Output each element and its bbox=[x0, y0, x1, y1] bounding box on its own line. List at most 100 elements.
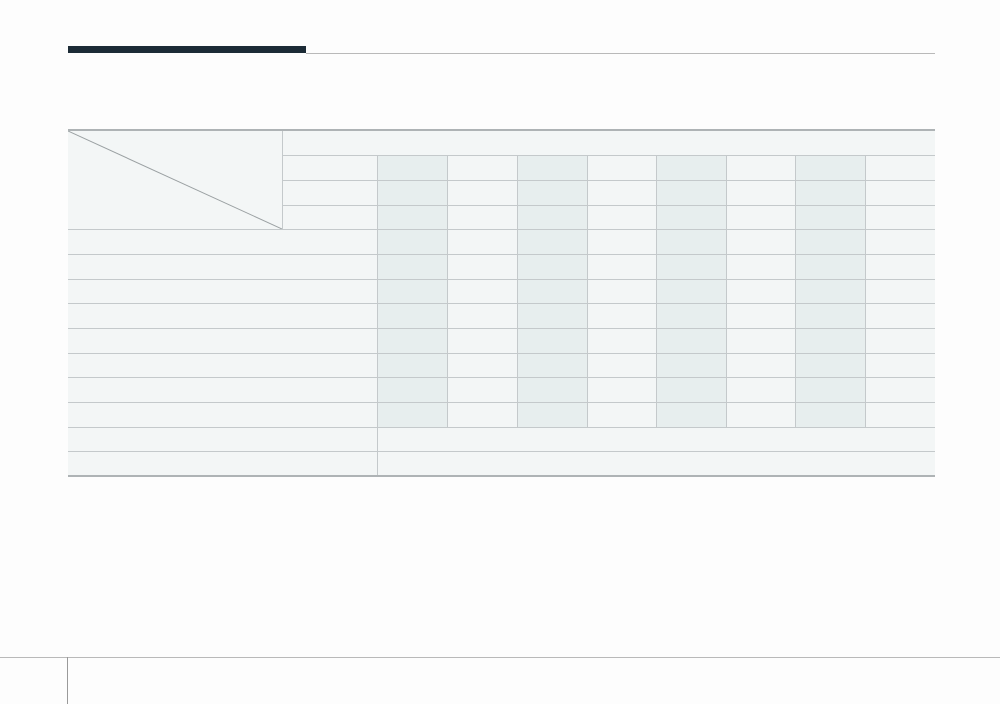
shaded-column bbox=[517, 155, 587, 427]
table-cell bbox=[656, 353, 726, 377]
table-cell bbox=[377, 303, 447, 328]
table-cell bbox=[726, 377, 795, 402]
table-cell bbox=[795, 353, 865, 377]
table-gridline bbox=[68, 328, 935, 329]
row-label bbox=[68, 377, 377, 402]
table-gridline bbox=[68, 451, 935, 452]
table-cell bbox=[865, 402, 935, 427]
row-label bbox=[68, 303, 377, 328]
column-header bbox=[865, 155, 935, 180]
corner-header bbox=[68, 131, 282, 229]
table-cell bbox=[587, 353, 656, 377]
column-header bbox=[795, 155, 865, 180]
table-gridline bbox=[68, 254, 935, 255]
table-column-divider bbox=[795, 155, 796, 427]
table-cell bbox=[517, 377, 587, 402]
table-gridline bbox=[68, 427, 935, 428]
table-cell bbox=[865, 303, 935, 328]
table-gridline bbox=[282, 205, 935, 206]
table-cell bbox=[587, 279, 656, 303]
table-cell bbox=[656, 254, 726, 279]
group-header bbox=[282, 131, 935, 155]
table-gridline bbox=[68, 353, 935, 354]
table-cell bbox=[517, 402, 587, 427]
table-cell bbox=[517, 328, 587, 353]
table-cell bbox=[517, 279, 587, 303]
table-cell bbox=[795, 229, 865, 254]
table-cell bbox=[795, 328, 865, 353]
column-header bbox=[587, 155, 656, 180]
table-cell bbox=[517, 353, 587, 377]
table-cell bbox=[447, 328, 517, 353]
shaded-column bbox=[377, 155, 447, 427]
table-cell bbox=[726, 402, 795, 427]
table-cell bbox=[377, 279, 447, 303]
table-cell bbox=[656, 377, 726, 402]
table-cell bbox=[726, 279, 795, 303]
table-cell bbox=[795, 279, 865, 303]
table-cell bbox=[587, 377, 656, 402]
table-gridline bbox=[282, 180, 935, 181]
table-gridline bbox=[68, 303, 935, 304]
row-label bbox=[68, 328, 377, 353]
table-cell bbox=[656, 402, 726, 427]
header-rule bbox=[306, 53, 935, 54]
table-column-divider bbox=[726, 155, 727, 427]
table-cell bbox=[726, 303, 795, 328]
header-accent-bar bbox=[68, 46, 306, 53]
table-gridline bbox=[68, 402, 935, 403]
table-column-divider bbox=[587, 155, 588, 427]
column-header bbox=[656, 155, 726, 180]
table-cell bbox=[795, 303, 865, 328]
table-cell bbox=[447, 303, 517, 328]
table-cell bbox=[447, 353, 517, 377]
row-label bbox=[68, 353, 377, 377]
footer-row-label bbox=[68, 451, 377, 475]
table-cell bbox=[795, 377, 865, 402]
corner-divider bbox=[282, 131, 283, 229]
footer-rule bbox=[0, 657, 1000, 658]
table-cell bbox=[377, 353, 447, 377]
table-cell bbox=[726, 229, 795, 254]
table-cell bbox=[377, 377, 447, 402]
table-cell bbox=[865, 353, 935, 377]
table-column-divider bbox=[517, 155, 518, 427]
table-cell bbox=[517, 229, 587, 254]
row-label bbox=[68, 254, 377, 279]
table-cell bbox=[726, 254, 795, 279]
table-cell bbox=[587, 254, 656, 279]
table-cell bbox=[865, 328, 935, 353]
table-cell bbox=[447, 377, 517, 402]
table-gridline bbox=[68, 229, 935, 230]
table-cell bbox=[587, 328, 656, 353]
table-cell bbox=[865, 377, 935, 402]
table-cell bbox=[656, 303, 726, 328]
table-cell bbox=[447, 279, 517, 303]
row-label bbox=[68, 229, 377, 254]
footer-row-label bbox=[68, 427, 377, 451]
table-cell bbox=[587, 402, 656, 427]
table-cell bbox=[377, 254, 447, 279]
table-cell bbox=[377, 229, 447, 254]
table-cell bbox=[726, 353, 795, 377]
table-cell bbox=[587, 229, 656, 254]
table-cell bbox=[656, 279, 726, 303]
table-cell bbox=[517, 254, 587, 279]
column-header bbox=[517, 155, 587, 180]
shaded-column bbox=[656, 155, 726, 427]
table-cell bbox=[795, 254, 865, 279]
column-header bbox=[447, 155, 517, 180]
footer-page-marker bbox=[67, 657, 68, 704]
table-gridline bbox=[68, 279, 935, 280]
row-label bbox=[68, 402, 377, 427]
table-cell bbox=[865, 229, 935, 254]
table-cell bbox=[726, 328, 795, 353]
table-column-divider bbox=[447, 155, 448, 427]
column-header bbox=[377, 155, 447, 180]
table-cell bbox=[795, 402, 865, 427]
table-column-divider bbox=[865, 155, 866, 427]
column-header bbox=[726, 155, 795, 180]
table-gridline bbox=[282, 155, 935, 156]
table-cell bbox=[587, 303, 656, 328]
spec-table bbox=[68, 129, 935, 477]
